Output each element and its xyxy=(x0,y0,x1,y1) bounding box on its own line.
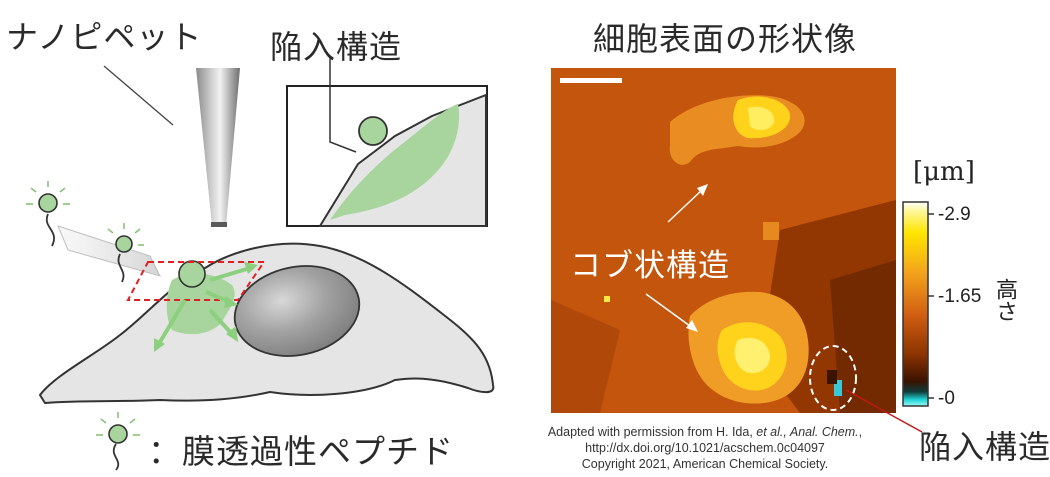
credit-italic: et al., Anal. Chem. xyxy=(756,425,859,439)
colorbar xyxy=(902,201,929,407)
scan-area xyxy=(126,261,266,301)
nanopipette-label: ナノピペット xyxy=(6,18,203,56)
invagination-pointer-line xyxy=(845,389,923,433)
nucleus xyxy=(233,265,361,357)
credit-line-3: Copyright 2021, American Chemical Societ… xyxy=(581,457,829,471)
colorbar-axis-label: 高さ xyxy=(992,278,1017,322)
invagination-map-label: 陥入構造 xyxy=(919,428,1050,466)
peptide-2 xyxy=(107,223,144,283)
credit-line-2: http://dx.doi.org/10.1021/acschem.0c0409… xyxy=(585,441,825,455)
knob-pointer-arrows xyxy=(645,184,708,332)
peptide-1 xyxy=(26,181,70,247)
knob-structure-label: コブ状構造 xyxy=(570,248,730,284)
image-credit: Adapted with permission from H. Ida, et … xyxy=(505,424,905,472)
colorbar-tick-mid: -1.65 xyxy=(938,286,982,307)
inset-pointer-line xyxy=(329,58,357,153)
colorbar-unit: [μm] xyxy=(913,157,975,187)
credit-line-1: Adapted with permission from H. Ida, et … xyxy=(547,425,863,439)
surface-image-title: 細胞表面の形状像 xyxy=(593,20,858,58)
legend-label: ：膜透過性ペプチド xyxy=(148,432,454,471)
inset-vesicle xyxy=(358,116,388,146)
invagination-marker xyxy=(809,345,857,411)
cell-vesicle xyxy=(178,260,206,288)
colorbar-tick-min: -0 xyxy=(938,388,955,409)
inset-peptide-region xyxy=(330,104,460,220)
surface-height-map xyxy=(551,68,896,413)
pipette-tip xyxy=(211,222,227,227)
nanopipette xyxy=(196,68,240,226)
invagination-inset-label: 陥入構造 xyxy=(270,28,403,66)
pipette-pointer-line xyxy=(103,65,174,126)
legend-peptide-icon xyxy=(96,412,140,471)
colorbar-tick-max: -2.9 xyxy=(938,204,971,225)
approach-arrow xyxy=(57,225,161,277)
diffusion-arrows xyxy=(154,262,258,352)
